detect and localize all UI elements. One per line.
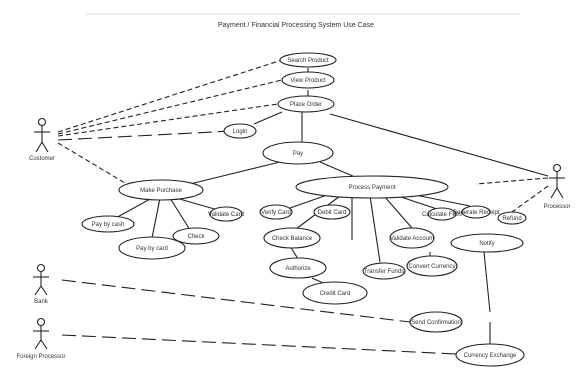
svg-text:Bank: Bank xyxy=(34,299,49,305)
svg-text:Place Order: Place Order xyxy=(290,102,322,108)
svg-text:Check: Check xyxy=(187,234,205,240)
use-case: Pay by card xyxy=(118,236,186,260)
use-case: Search Product xyxy=(279,52,337,68)
use-case: Login xyxy=(223,123,257,139)
use-case: Refund xyxy=(497,211,527,225)
actor-foreign-processor: Foreign Processor xyxy=(16,317,66,360)
svg-text:Process Payment: Process Payment xyxy=(348,185,395,191)
actor-customer: Customer xyxy=(29,117,55,162)
svg-text:View Product: View Product xyxy=(290,78,326,84)
actor-processor: Processor xyxy=(543,163,571,210)
svg-text:Debit Card: Debit Card xyxy=(318,210,347,216)
use-case: Validate Card xyxy=(208,206,244,222)
svg-text:Generate Receipt: Generate Receipt xyxy=(452,210,499,216)
use-case: View Product xyxy=(281,71,335,89)
svg-text:Convert Currency: Convert Currency xyxy=(408,264,455,270)
use-case: Verify Card xyxy=(259,204,293,220)
use-case: Check xyxy=(172,227,220,245)
svg-text:Check Balance: Check Balance xyxy=(272,236,313,242)
svg-text:Pay by card: Pay by card xyxy=(136,246,168,252)
use-case: Pay by cash xyxy=(81,215,135,233)
use-case: Pay xyxy=(262,141,334,165)
svg-text:Verify Card: Verify Card xyxy=(261,210,291,216)
use-case: Transfer Funds xyxy=(362,262,406,280)
svg-text:Login: Login xyxy=(233,129,248,135)
svg-text:Foreign Processor: Foreign Processor xyxy=(16,354,65,360)
use-case: Calculate Fees xyxy=(422,207,462,221)
use-case: Credit Card xyxy=(302,281,368,305)
actor-bank: Bank xyxy=(33,263,49,305)
svg-text:Currency Exchange: Currency Exchange xyxy=(464,353,517,359)
svg-text:Refund: Refund xyxy=(502,216,521,222)
svg-text:Customer: Customer xyxy=(29,156,55,162)
use-case: Generate Receipt xyxy=(452,205,500,219)
svg-text:Pay: Pay xyxy=(293,151,303,157)
use-case: Process Payment xyxy=(295,175,449,199)
use-case: Check Balance xyxy=(263,227,321,249)
use-cases: Search Product View Product Place Order … xyxy=(81,52,527,367)
svg-text:Send Confirmation: Send Confirmation xyxy=(411,320,461,326)
use-case: Authorize xyxy=(269,257,327,279)
diagram-title: Payment / Financial Processing System Us… xyxy=(218,22,374,29)
svg-text:Notify: Notify xyxy=(479,241,494,247)
svg-text:Validate Card: Validate Card xyxy=(208,212,244,218)
use-case: Make Purchase xyxy=(118,179,204,201)
svg-text:Processor: Processor xyxy=(543,204,570,210)
use-case: Send Confirmation xyxy=(409,311,463,333)
svg-text:Credit Card: Credit Card xyxy=(320,291,351,297)
svg-text:Pay by cash: Pay by cash xyxy=(92,222,125,228)
svg-text:Validate Account: Validate Account xyxy=(390,236,435,242)
svg-text:Authorize: Authorize xyxy=(285,266,311,272)
use-case: Debit Card xyxy=(313,204,351,220)
use-case: Notify xyxy=(450,233,524,253)
svg-text:Transfer Funds: Transfer Funds xyxy=(364,269,404,275)
use-case: Place Order xyxy=(277,95,335,113)
svg-text:Calculate Fees: Calculate Fees xyxy=(422,212,462,218)
svg-text:Search Product: Search Product xyxy=(287,58,329,64)
use-case: Validate Account xyxy=(389,227,435,249)
svg-text:Make Purchase: Make Purchase xyxy=(140,188,182,194)
use-case: Currency Exchange xyxy=(455,343,525,367)
use-case: Convert Currency xyxy=(406,255,458,277)
